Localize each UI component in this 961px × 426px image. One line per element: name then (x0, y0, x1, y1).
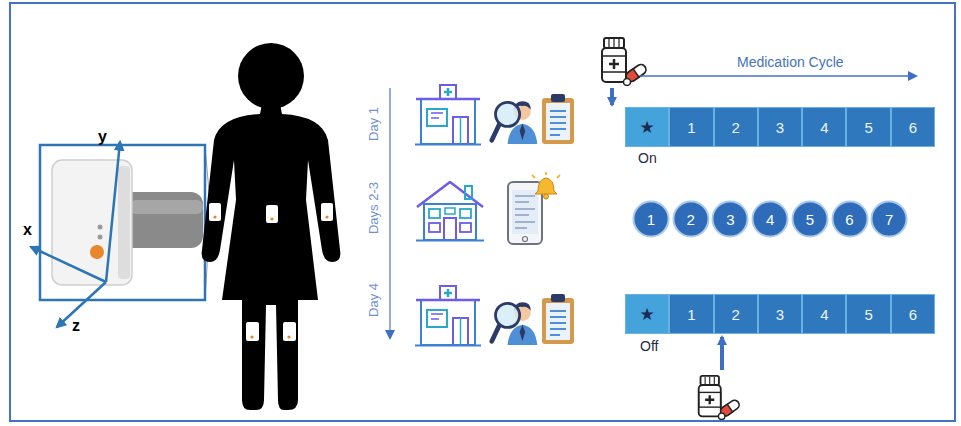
strap-highlight (130, 200, 203, 214)
z-axis (57, 282, 106, 327)
day-cell: 5 (846, 107, 890, 147)
day-circle: 1 (632, 200, 670, 238)
sensor-body (52, 160, 132, 285)
dose-arrow (720, 337, 724, 370)
day-number: 4 (751, 200, 789, 238)
day-circle: 6 (831, 200, 869, 238)
cell-number: 4 (803, 295, 845, 333)
cell-number: 1 (670, 108, 712, 146)
sensor-led (98, 235, 103, 240)
day-number: 3 (711, 200, 749, 238)
sensor-inset (40, 145, 205, 300)
wearable-sensor (321, 203, 333, 221)
cycle-label: Medication Cycle (737, 55, 844, 69)
day-cell: 3 (758, 294, 802, 334)
day-cell: 4 (802, 107, 846, 147)
day-label: Day 1 (367, 107, 380, 141)
cycle-band (625, 294, 935, 334)
day-circle: 5 (791, 200, 829, 238)
sensor-dot (270, 217, 273, 220)
day-circle: 7 (870, 200, 908, 238)
hospital-icon (415, 286, 481, 346)
doctor-icon (492, 302, 538, 345)
day-number: 2 (672, 200, 710, 238)
cell-number: 2 (715, 108, 757, 146)
day-label: Days 2-3 (367, 182, 380, 234)
day-cell: 2 (714, 294, 758, 334)
day-cell: 1 (669, 294, 713, 334)
state-label: Off (640, 339, 658, 353)
start-cell: ★ (625, 294, 669, 334)
sensor-dot (287, 335, 290, 338)
axis-label: x (23, 222, 32, 238)
clipboard-icon (542, 94, 574, 144)
wearable-sensor (209, 203, 221, 221)
cycle-arrow (640, 75, 916, 77)
hospital-icon (415, 85, 481, 145)
axis-label: y (98, 129, 107, 145)
cell-number: 5 (847, 108, 889, 146)
outer-frame (10, 3, 955, 421)
sensor-dot (325, 215, 328, 218)
start-marker: ★ (626, 295, 668, 333)
day-circle: 2 (672, 200, 710, 238)
day-label: Day 4 (367, 283, 380, 317)
state-label: On (638, 151, 657, 165)
y-axis (106, 142, 120, 282)
cell-number: 5 (847, 295, 889, 333)
day-cell: 5 (846, 294, 890, 334)
day-number: 6 (831, 200, 869, 238)
day-cell: 4 (802, 294, 846, 334)
cell-number: 6 (892, 108, 934, 146)
medication-icon (602, 38, 648, 86)
day-circle: 4 (751, 200, 789, 238)
sensor-dot (250, 335, 253, 338)
x-axis (31, 247, 106, 282)
cell-number: 1 (670, 295, 712, 333)
doctor-icon (492, 101, 538, 144)
cell-number: 6 (892, 295, 934, 333)
sensor-button (90, 245, 104, 259)
wearable-sensor (246, 322, 259, 341)
start-marker: ★ (626, 108, 668, 146)
sensor-side (118, 166, 130, 279)
day-cell: 6 (891, 294, 935, 334)
medication-icon (699, 376, 741, 420)
cell-number: 4 (803, 108, 845, 146)
day-cell: 6 (891, 107, 935, 147)
day-cell: 3 (758, 107, 802, 147)
axis-label: z (72, 318, 80, 334)
sensor-dot (213, 215, 216, 218)
sensor-led (98, 225, 103, 230)
person-silhouette (202, 104, 341, 410)
day-number: 7 (870, 200, 908, 238)
day-number: 1 (632, 200, 670, 238)
cell-number: 3 (759, 108, 801, 146)
clipboard-icon (542, 294, 574, 344)
day-number: 5 (791, 200, 829, 238)
day-cell: 2 (714, 107, 758, 147)
home-icon (416, 182, 484, 241)
cell-number: 3 (759, 295, 801, 333)
timeline-arrow (389, 88, 391, 338)
phone-alert-icon (508, 172, 560, 244)
start-cell: ★ (625, 107, 669, 147)
day-circle: 3 (711, 200, 749, 238)
person-head (238, 43, 304, 109)
day-cell: 1 (669, 107, 713, 147)
wearable-sensor (266, 205, 278, 223)
cell-number: 2 (715, 295, 757, 333)
cycle-band (625, 107, 935, 147)
wearable-sensor (283, 322, 296, 341)
dose-arrow (610, 88, 614, 105)
